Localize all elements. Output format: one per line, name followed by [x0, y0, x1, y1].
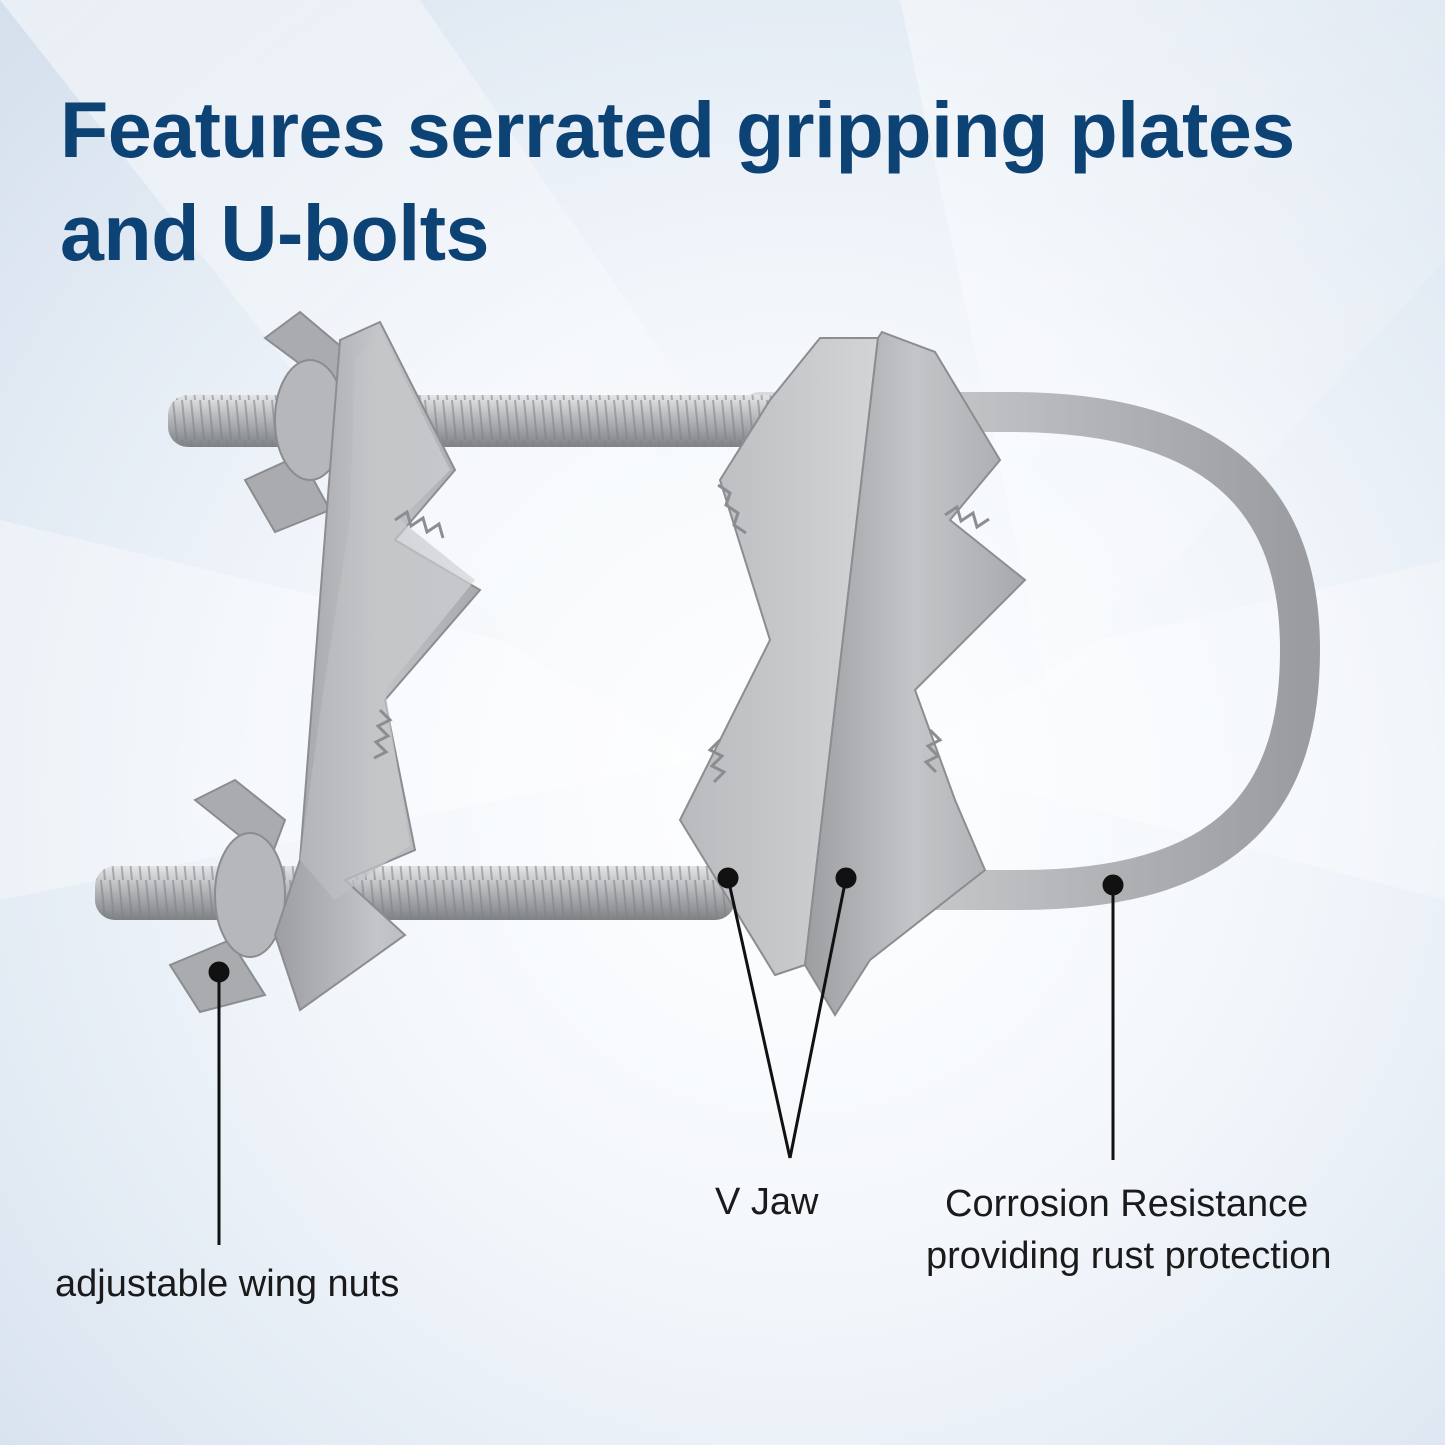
headline: Features serrated gripping plates and U-…	[60, 78, 1430, 284]
left-gripping-plate	[273, 320, 482, 1012]
label-v-jaw: V Jaw	[715, 1181, 819, 1223]
upper-threaded-rod	[168, 395, 788, 447]
lower-wing-nut	[168, 778, 287, 1014]
v-jaw-right-plate	[803, 330, 1027, 1017]
label-corrosion-line-2: providing rust protection	[926, 1235, 1332, 1277]
headline-line-2: and U-bolts	[60, 188, 489, 277]
u-bolt	[740, 392, 1321, 910]
label-corrosion-line-1: Corrosion Resistance	[945, 1183, 1309, 1225]
callout-wing-nuts-pointer	[208, 961, 230, 1245]
headline-line-1: Features serrated gripping plates	[60, 85, 1295, 174]
label-wing-nuts: adjustable wing nuts	[55, 1263, 400, 1305]
callout-v-jaw-pointer	[717, 867, 857, 1159]
lower-threaded-rod	[95, 866, 735, 920]
upper-wing-nut	[243, 310, 347, 534]
callout-corrosion-pointer	[1102, 874, 1124, 1160]
